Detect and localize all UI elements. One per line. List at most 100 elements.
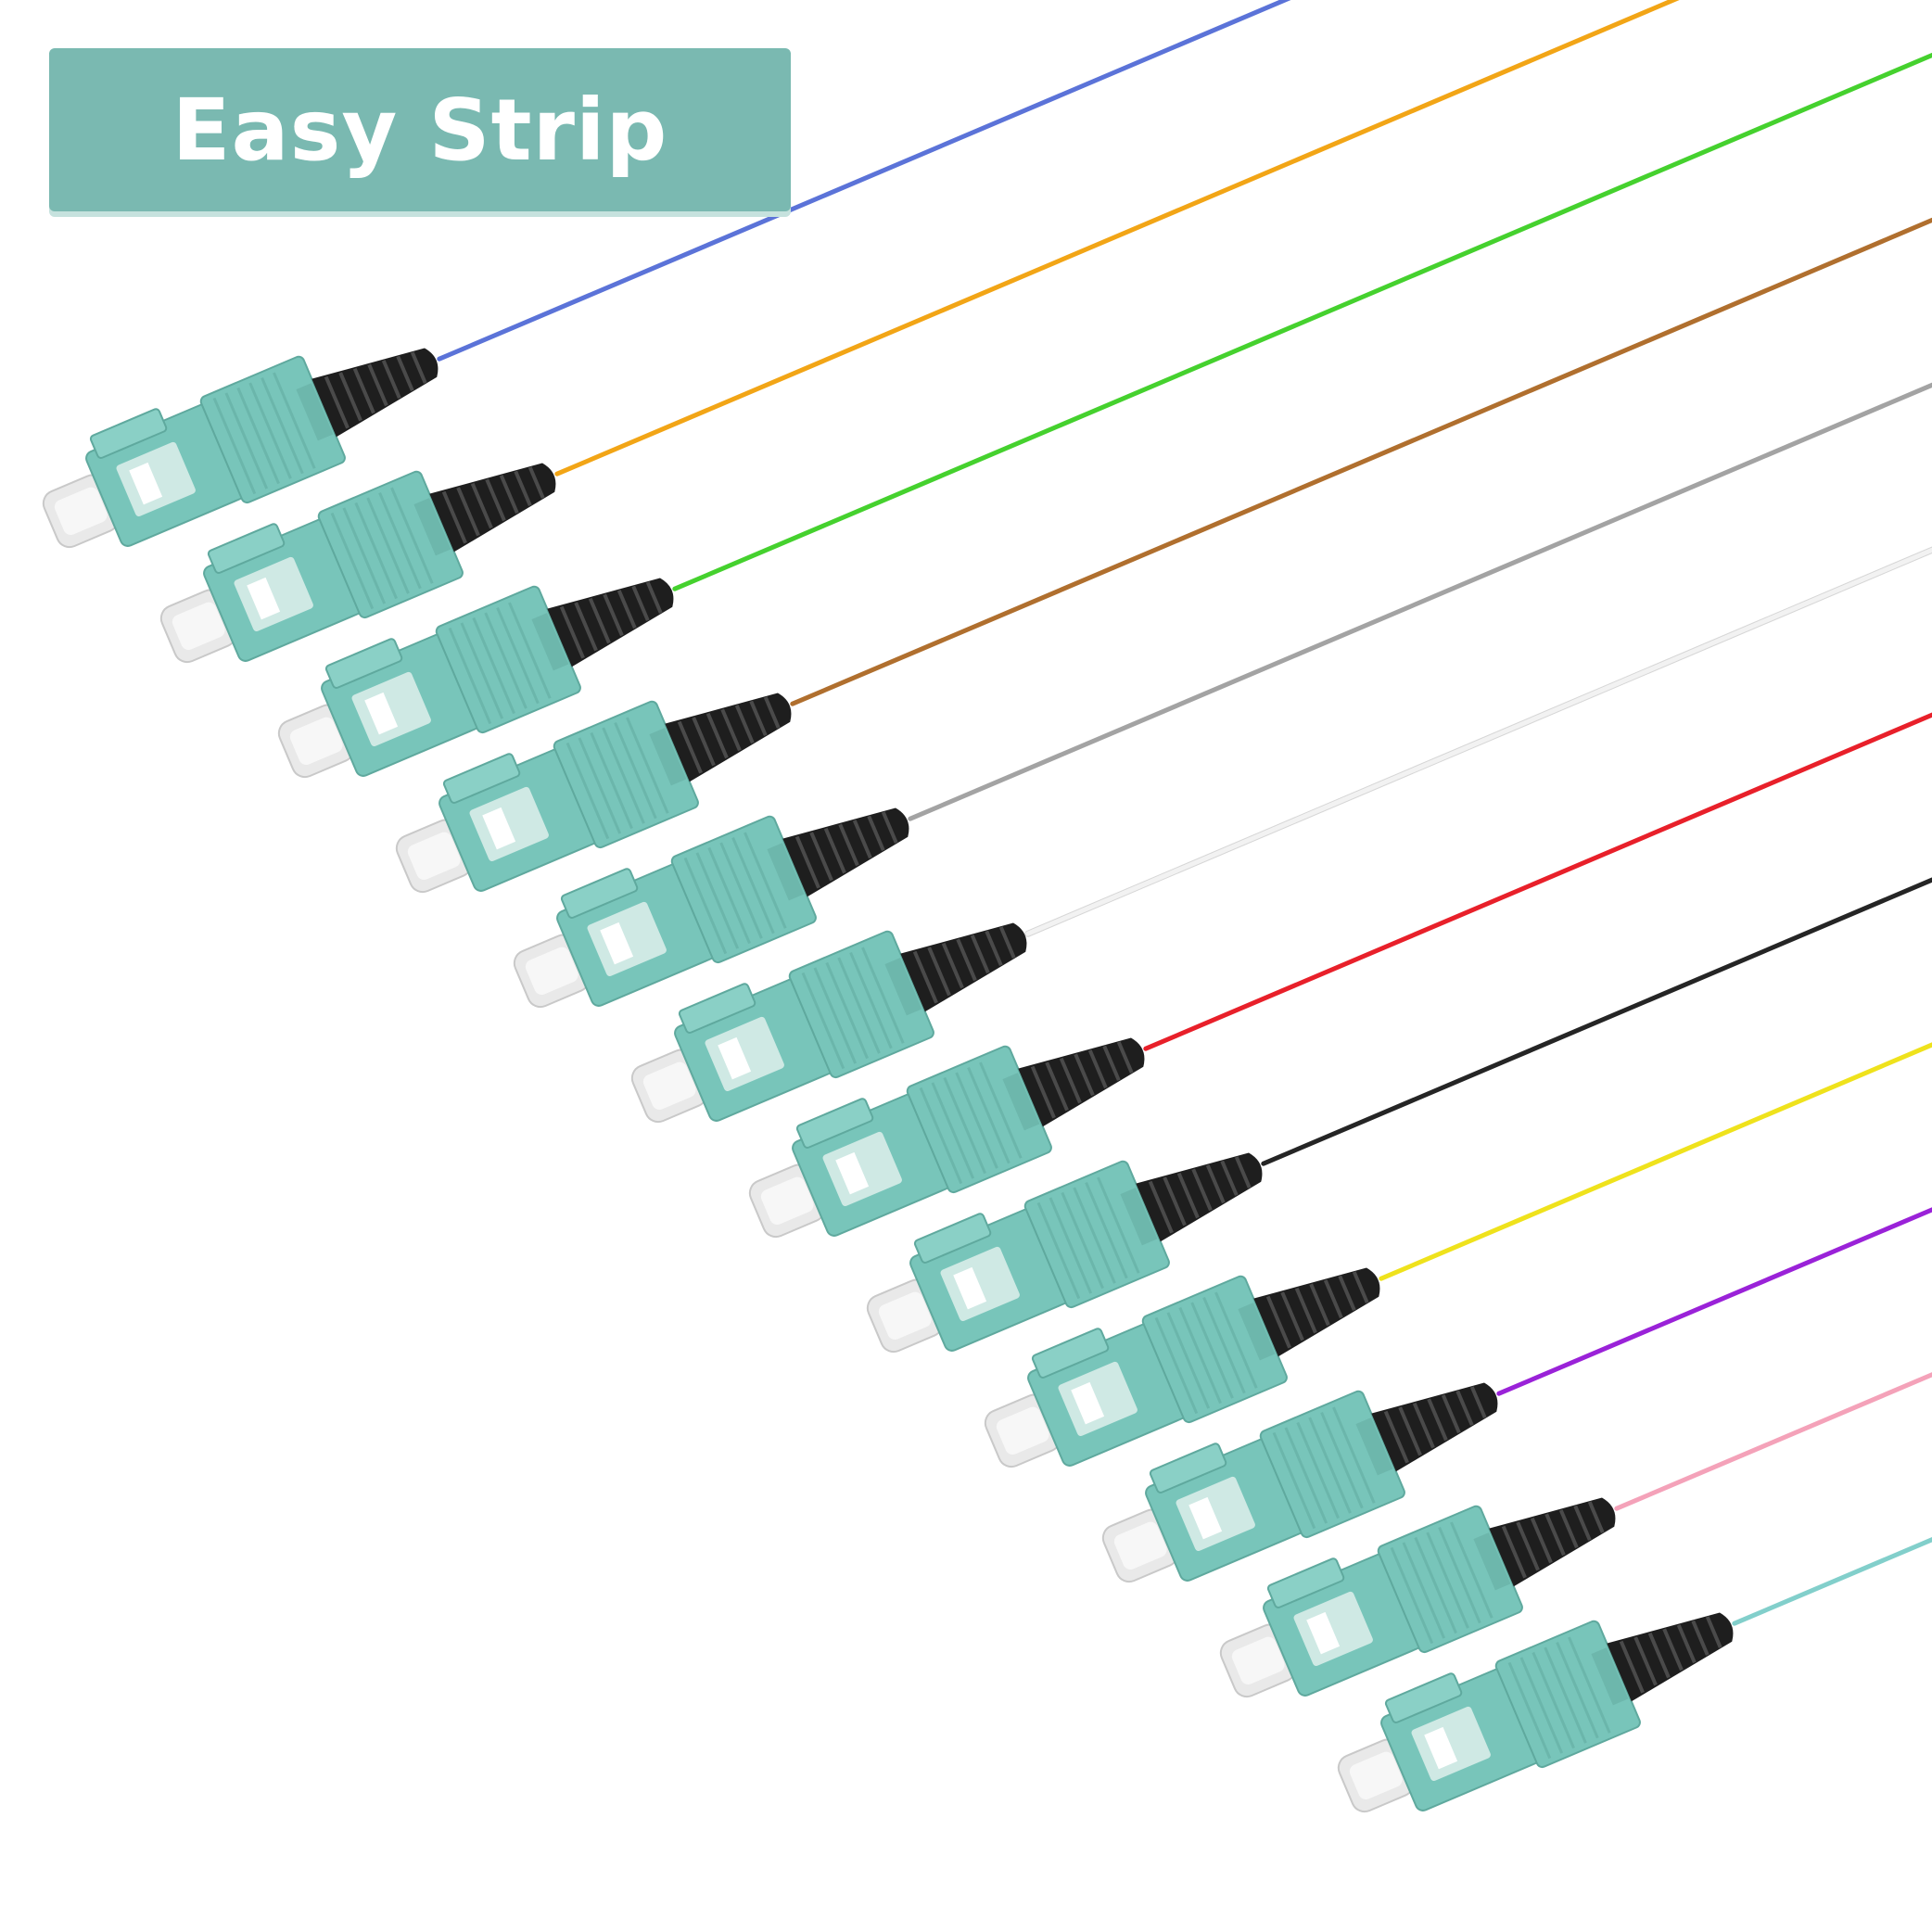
strain-relief-boot [665,693,792,782]
boot-rib [616,590,637,629]
connector-key [913,1213,992,1264]
ferrule-cap-highlight [54,487,108,536]
grip-ridge [825,961,869,1060]
boot-rib [1045,1061,1069,1112]
ferrule-cap-highlight [1231,1636,1285,1685]
grip-ridge [1438,1526,1481,1624]
boot-rib [1280,1291,1304,1341]
sc-connector [1337,1612,1734,1813]
connector-key [89,408,168,459]
connector-end-label [1238,1303,1276,1361]
boot-rib [1265,1295,1291,1349]
grip-ridge [919,1087,963,1185]
boot-rib [1530,1517,1553,1564]
boot-rib [1573,1505,1592,1542]
boot-rib [852,820,872,859]
grip-ridge [508,602,552,699]
boot-rib [1705,1616,1722,1648]
connector-key [207,523,286,574]
boot-rib [1662,1628,1684,1671]
boot-rib [677,720,703,774]
boot-rib [441,490,467,544]
fiber-strand [790,217,1932,706]
boot-rib [396,355,414,392]
connector-window [1293,1591,1373,1666]
strain-relief-boot [1018,1037,1145,1127]
grip-ridge [1402,1542,1446,1639]
grip-ridge [1190,1302,1234,1399]
connector-window-latch [835,1151,870,1195]
boot-rib [1338,1275,1356,1312]
grip-ridge [931,1082,975,1179]
ferrule-cap-highlight [878,1291,932,1341]
boot-rib [1544,1513,1566,1557]
connector-window-latch [247,577,281,620]
grip-ridge [448,627,492,725]
grip-ridge [1426,1532,1469,1629]
grip-ridge [460,622,504,719]
grip-ridge [472,616,515,715]
boot-rib [1294,1287,1317,1334]
boot-rib [470,482,493,529]
grip-ridge [1272,1431,1316,1530]
grip-ridge [578,737,622,834]
strain-relief-boot [782,807,909,897]
boot-rib [1234,1156,1252,1188]
connector-end-label [1355,1417,1393,1476]
boot-rib [1116,1041,1134,1074]
fiber-strand [1732,1537,1932,1626]
grip-ridge [366,497,410,594]
connector-window-latch [364,692,399,735]
grip-ridge [1507,1661,1552,1760]
connector-window [822,1131,902,1206]
boot-rib [1427,1398,1448,1442]
sc-connector [1101,1382,1498,1583]
grip-ridge [273,372,316,469]
connector-end-label [413,498,451,556]
grip-ridge [224,392,269,489]
boot-rib [1163,1176,1187,1227]
grip-ridge [1061,1191,1104,1290]
connector-window [940,1246,1020,1321]
boot-rib [1352,1271,1369,1303]
connector-end-label [296,383,334,441]
grip-ridge [967,1066,1010,1164]
grip-ridge [1390,1546,1434,1645]
connector-window [234,556,313,631]
boot-rib [1074,1053,1095,1097]
boot-rib [631,585,650,622]
boot-rib [1676,1624,1697,1664]
boot-rib [794,835,820,889]
ferrule-cap-highlight [996,1406,1049,1455]
boot-rib [692,717,716,767]
boot-rib [881,811,898,844]
boot-rib [527,466,545,499]
grip-ridge [1332,1406,1376,1504]
boot-rib [1102,1045,1121,1082]
boot-rib [720,708,742,752]
connector-window [351,671,431,746]
boot-rib [763,696,781,729]
connector-window [469,786,549,861]
grip-ridge [602,727,645,824]
boot-rib [1383,1410,1409,1464]
grip-ridge [261,376,304,475]
grip-ridge [1414,1536,1457,1634]
connector-key [442,753,521,804]
boot-rib [1323,1279,1343,1319]
grip-ridge [484,612,527,709]
grip-ridge [1202,1296,1246,1394]
connector-window-latch [1424,1726,1458,1770]
boot-rib [1619,1640,1645,1694]
boot-rib [367,363,388,407]
grip-ridge [813,967,858,1064]
grip-ridge [744,832,787,929]
sc-connector [866,1152,1263,1354]
grip-ridge [1154,1316,1199,1415]
ferrule-cap-highlight [1349,1751,1403,1800]
sc-connector [42,348,439,549]
grip-ridge [955,1072,998,1169]
boot-rib [749,700,768,737]
fiber-strand [1496,1207,1932,1396]
